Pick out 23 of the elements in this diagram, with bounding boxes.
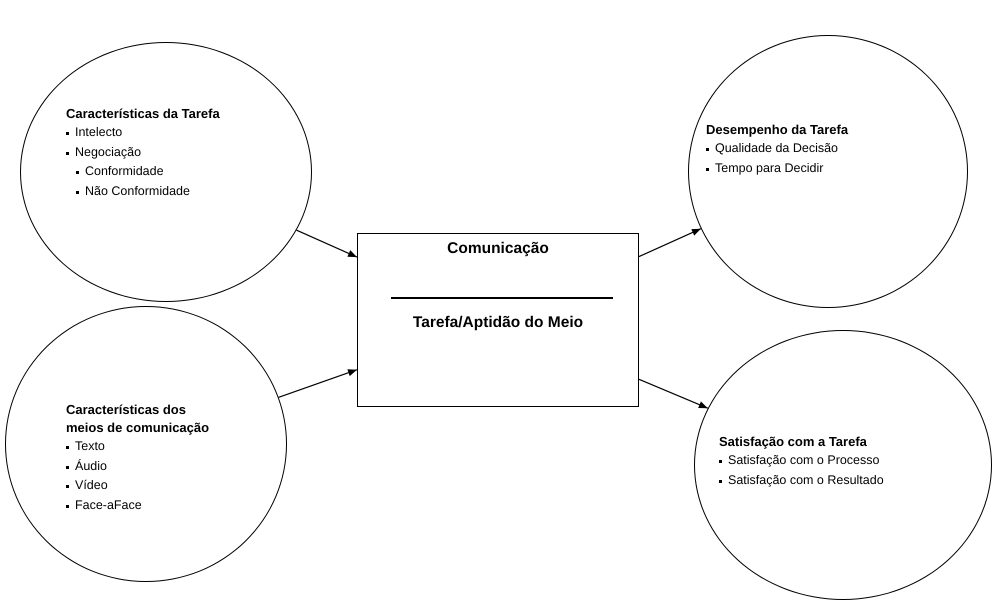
- node-heading: Desempenho da Tarefa: [706, 121, 850, 139]
- arrow: [278, 369, 358, 398]
- list-item: Intelecto: [66, 123, 266, 142]
- list-item: Negociação: [66, 142, 266, 162]
- list-item: Face-aFace: [66, 496, 218, 515]
- box-title: Tarefa/Aptidão do Meio: [412, 314, 584, 332]
- node-heading: Características dos meios de comunicação: [66, 401, 210, 437]
- list-item: Não Conformidade: [76, 182, 266, 201]
- list-item: Áudio: [66, 456, 218, 476]
- list-item: Texto: [66, 437, 218, 456]
- arrow: [638, 228, 702, 258]
- arrow: [296, 230, 358, 258]
- list-item: Qualidade da Decisão: [706, 139, 906, 158]
- list-item: Satisfação com o Processo: [719, 451, 959, 470]
- list-item: Satisfação com o Resultado: [719, 470, 959, 490]
- list-item: Vídeo: [66, 476, 218, 496]
- node-heading: Satisfação com a Tarefa: [719, 433, 868, 451]
- process-box: [357, 233, 639, 407]
- list-item: Conformidade: [76, 162, 266, 182]
- node-heading: Características da Tarefa: [66, 105, 221, 123]
- box-title: Comunicação: [446, 240, 550, 258]
- arrow: [638, 378, 708, 409]
- list-item: Tempo para Decidir: [706, 158, 906, 178]
